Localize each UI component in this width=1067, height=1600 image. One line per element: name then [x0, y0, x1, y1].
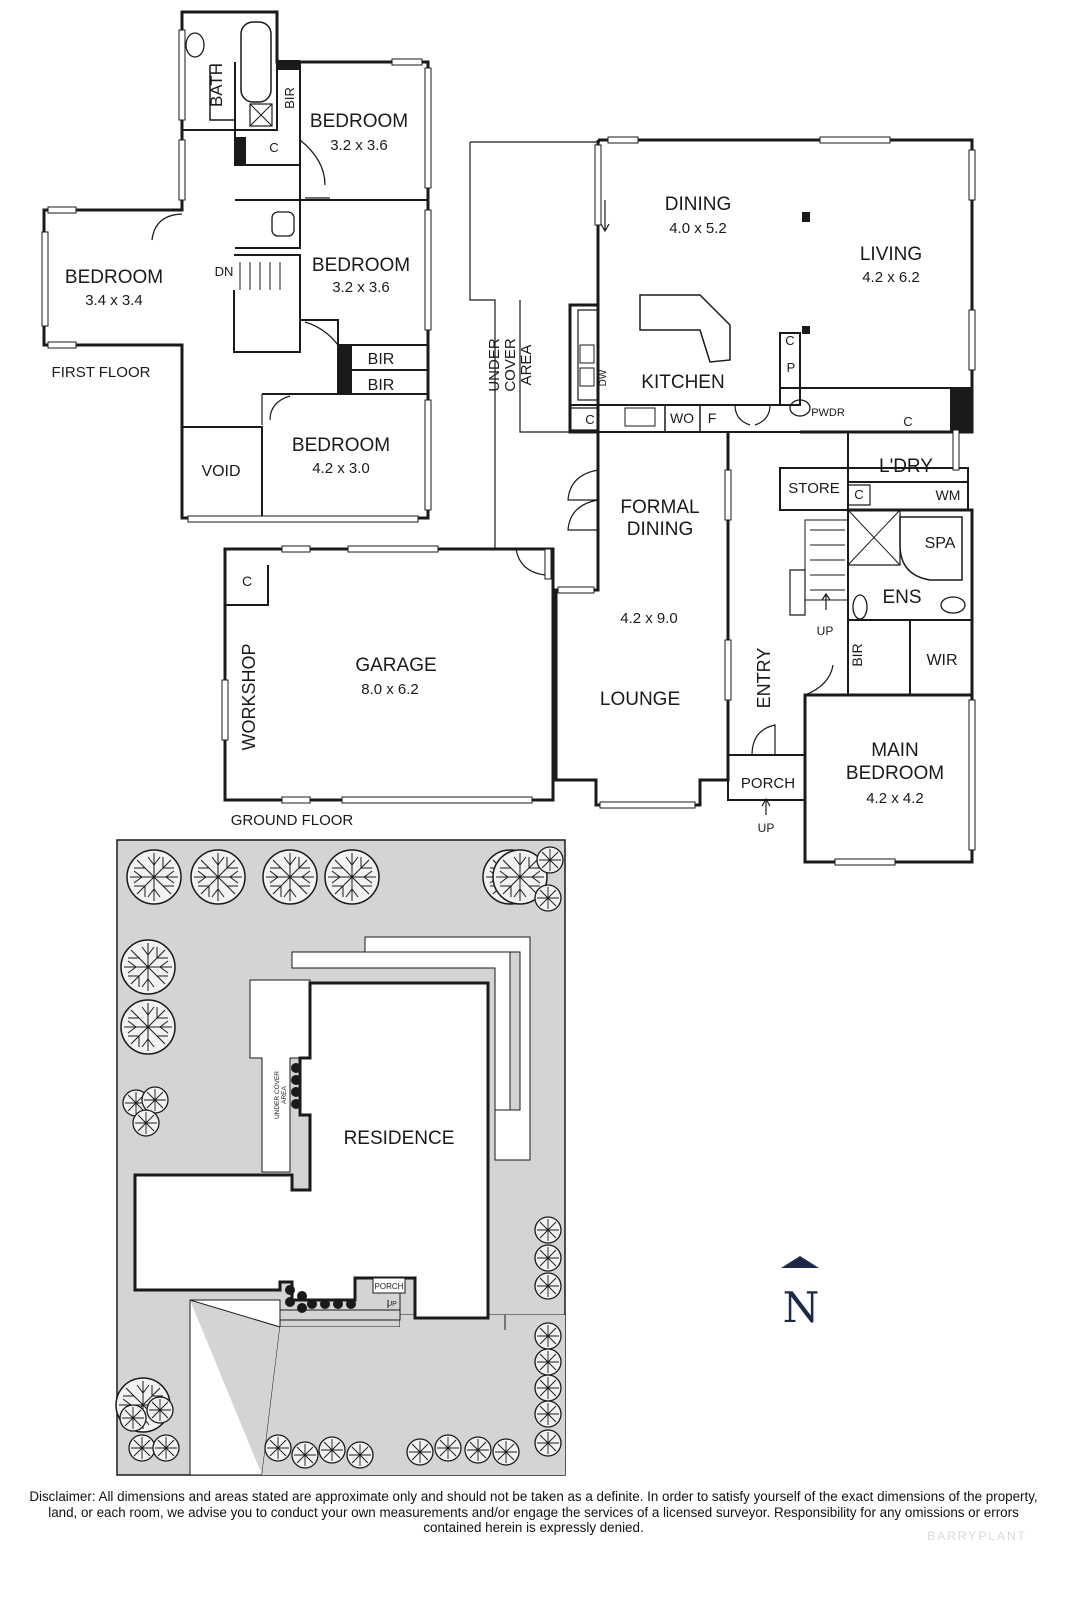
bedroom-3-label: BEDROOM [65, 267, 163, 288]
bath-label: BATH [207, 63, 226, 107]
bir-3-label: BIR [368, 377, 395, 394]
garage-size: 8.0 x 6.2 [361, 681, 419, 698]
stair-up-label: UP [817, 624, 834, 638]
store-label: STORE [788, 480, 839, 497]
living-label: LIVING [860, 244, 922, 265]
washing-machine-label: WM [936, 487, 961, 503]
site-under-cover-label-2: AREA [281, 1085, 288, 1103]
bir-2-label: BIR [368, 351, 395, 368]
ground-floor-label: GROUND FLOOR [231, 812, 354, 829]
first-floor-walls-solid [234, 60, 352, 394]
dining-size: 4.0 x 5.2 [669, 220, 727, 237]
bedroom-3-size: 3.4 x 3.4 [85, 292, 143, 309]
living-cupboard-label: C [785, 333, 794, 348]
site-under-cover-label-1: UNDER COVER [274, 1071, 281, 1119]
site-porch-label: PORCH [375, 1282, 404, 1291]
porch-label: PORCH [741, 775, 795, 792]
fridge-label: F [708, 410, 717, 426]
first-floor-plan [42, 10, 430, 520]
north-label: N [783, 1283, 820, 1332]
laundry-cupboard-label: C [854, 487, 863, 502]
residence-label: RESIDENCE [344, 1128, 455, 1149]
laundry-label: L'DRY [879, 456, 933, 477]
living-size: 4.2 x 6.2 [862, 269, 920, 286]
stair-down-label: DN [215, 264, 234, 279]
workshop-label: WORKSHOP [239, 643, 259, 750]
lounge-size: 4.2 x 9.0 [620, 610, 678, 627]
lounge-label: LOUNGE [600, 689, 680, 710]
first-floor-label: FIRST FLOOR [52, 364, 151, 381]
first-floor-windows [41, 29, 432, 523]
ground-floor-arrows [600, 200, 831, 815]
formal-dining-label-1: FORMAL [620, 497, 699, 518]
main-bedroom-label-2: BEDROOM [846, 763, 944, 784]
cupboard-label: C [269, 140, 278, 155]
under-cover-label-1: UNDER [486, 338, 503, 392]
site-plan: RESIDENCE UNDER COVER AREA PORCH UP [115, 839, 566, 1476]
dining-label: DINING [665, 194, 732, 215]
north-arrow: N [781, 1256, 819, 1332]
bedroom-1-label: BEDROOM [310, 111, 408, 132]
spa-label: SPA [925, 535, 956, 552]
void-label: VOID [201, 463, 240, 480]
powder-label: PWDR [811, 407, 845, 419]
ensuite-label: ENS [882, 587, 921, 608]
dishwasher-label: DW [598, 369, 609, 386]
bedroom-1-size: 3.2 x 3.6 [330, 137, 388, 154]
site-porch-up-label: UP [387, 1301, 397, 1308]
main-bedroom-label-1: MAIN [871, 740, 919, 761]
under-cover-label-3: AREA [518, 345, 535, 386]
wall-oven-label: WO [670, 410, 694, 426]
kitchen-cupboard-label: C [585, 412, 594, 427]
main-bedroom-size: 4.2 x 4.2 [866, 790, 924, 807]
wir-label: WIR [926, 652, 957, 669]
garage-cupboard-label: C [242, 573, 252, 589]
bedroom-2-size: 3.2 x 3.6 [332, 279, 390, 296]
bedroom-4-size: 4.2 x 3.0 [312, 460, 370, 477]
bir-label: BIR [849, 643, 865, 666]
disclaimer-text: Disclaimer: All dimensions and areas sta… [29, 1489, 1038, 1535]
first-floor-labels: BATH BIR C BEDROOM 3.2 x 3.6 BEDROOM 3.2… [52, 63, 411, 480]
formal-dining-label-2: DINING [627, 519, 694, 540]
watermark-logo: BARRYPLANT [927, 1529, 1027, 1543]
north-arrow-icon [781, 1256, 819, 1268]
under-cover-label-2: COVER [502, 338, 519, 392]
garage-label: GARAGE [355, 655, 436, 676]
kitchen-label: KITCHEN [641, 372, 724, 393]
entry-label: ENTRY [754, 648, 774, 709]
porch-up-label: UP [758, 821, 775, 835]
ground-floor-labels: C GARAGE 8.0 x 6.2 WORKSHOP GROUND FLOOR… [231, 194, 961, 835]
ground-floor-windows [221, 136, 976, 866]
bedroom-2-label: BEDROOM [312, 255, 410, 276]
pantry-label: P [787, 360, 796, 375]
bir-1-label: BIR [282, 87, 297, 109]
hall-cupboard-label: C [903, 414, 912, 429]
ground-floor-walls-solid [802, 212, 972, 432]
bedroom-4-label: BEDROOM [292, 435, 390, 456]
